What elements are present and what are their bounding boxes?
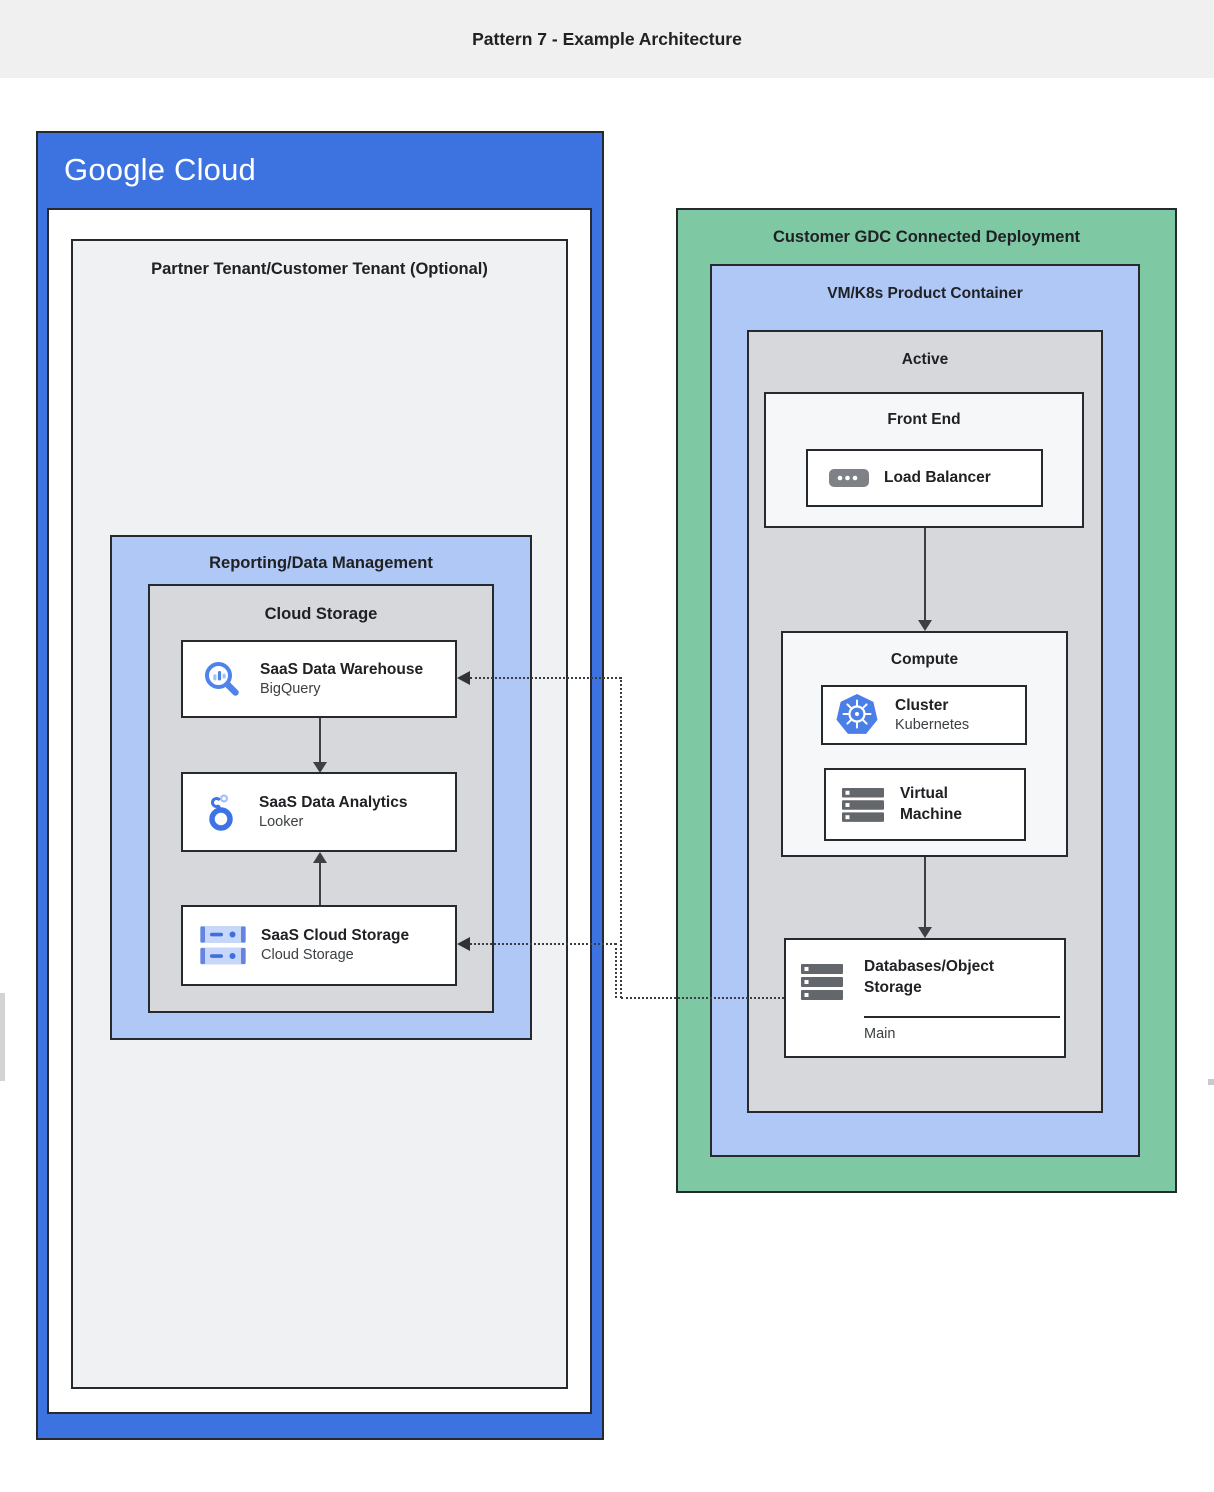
active-title: Active (901, 351, 949, 368)
partner-tenant-title: Partner Tenant/Customer Tenant (Optional… (151, 260, 488, 278)
arrow-bq-to-looker-line (319, 718, 321, 763)
card-title: Databases/Object Storage (864, 958, 995, 996)
arrow-storage-to-looker-line (319, 863, 321, 905)
page-edge-mark-left (0, 993, 5, 1081)
card-divider (864, 1016, 1060, 1018)
card-subtitle: BigQuery (260, 680, 321, 697)
card-label: Main (864, 1026, 896, 1042)
arrow-frontend-to-compute-line (924, 528, 926, 621)
arrow-storage-to-looker-head (313, 852, 327, 863)
card-subtitle: Cloud Storage (261, 947, 354, 964)
kubernetes-icon (835, 693, 879, 737)
dotted-line-v-main (620, 677, 622, 998)
databases-icon (801, 964, 843, 1000)
saas-data-analytics-card: SaaS Data Analytics Looker (181, 772, 457, 852)
looker-icon (204, 792, 242, 832)
google-cloud-logo: Google Cloud (64, 152, 256, 187)
bigquery-icon (202, 659, 242, 699)
saas-cloud-storage-card: SaaS Cloud Storage Cloud Storage (181, 905, 457, 986)
dotted-arrowhead-bigquery (457, 671, 470, 685)
reporting-title: Reporting/Data Management (209, 554, 433, 572)
load-balancer-icon (829, 469, 869, 487)
saas-data-warehouse-card: SaaS Data Warehouse BigQuery (181, 640, 457, 718)
virtual-machine-icon (842, 787, 884, 822)
dotted-line-h-database (621, 997, 784, 999)
dotted-line-h-storage (470, 943, 616, 945)
gdc-deployment-title: Customer GDC Connected Deployment (772, 228, 1081, 246)
dotted-line-h-bigquery (470, 677, 621, 679)
arrow-bq-to-looker-head (313, 762, 327, 773)
front-end-title: Front End (887, 411, 961, 428)
arrow-compute-to-db-head (918, 927, 932, 938)
load-balancer-card: Load Balancer (806, 449, 1043, 507)
card-title: Load Balancer (884, 468, 991, 486)
arrow-compute-to-db-line (924, 857, 926, 928)
card-title: SaaS Data Analytics (259, 793, 408, 811)
card-subtitle: Kubernetes (895, 716, 970, 733)
card-title: SaaS Cloud Storage (261, 927, 410, 944)
dotted-arrowhead-storage (457, 937, 470, 951)
dotted-line-v-storage (615, 943, 617, 998)
card-title: Virtual Machine (900, 785, 963, 823)
card-subtitle: Looker (259, 813, 304, 830)
page-edge-mark-right (1208, 1079, 1214, 1085)
vm-k8s-container-title: VM/K8s Product Container (827, 285, 1023, 302)
virtual-machine-card: Virtual Machine (824, 768, 1026, 841)
page-title: Pattern 7 - Example Architecture (472, 28, 742, 49)
card-title: SaaS Data Warehouse (260, 660, 424, 678)
header-bar: Pattern 7 - Example Architecture (0, 0, 1214, 78)
cloud-storage-icon (200, 926, 246, 965)
arrow-frontend-to-compute-head (918, 620, 932, 631)
databases-object-storage-card: Databases/Object Storage Main (784, 938, 1066, 1058)
cluster-card: Cluster Kubernetes (821, 685, 1027, 745)
cloud-storage-group-title: Cloud Storage (264, 605, 378, 623)
card-title: Cluster (895, 696, 949, 714)
compute-title: Compute (890, 651, 959, 668)
